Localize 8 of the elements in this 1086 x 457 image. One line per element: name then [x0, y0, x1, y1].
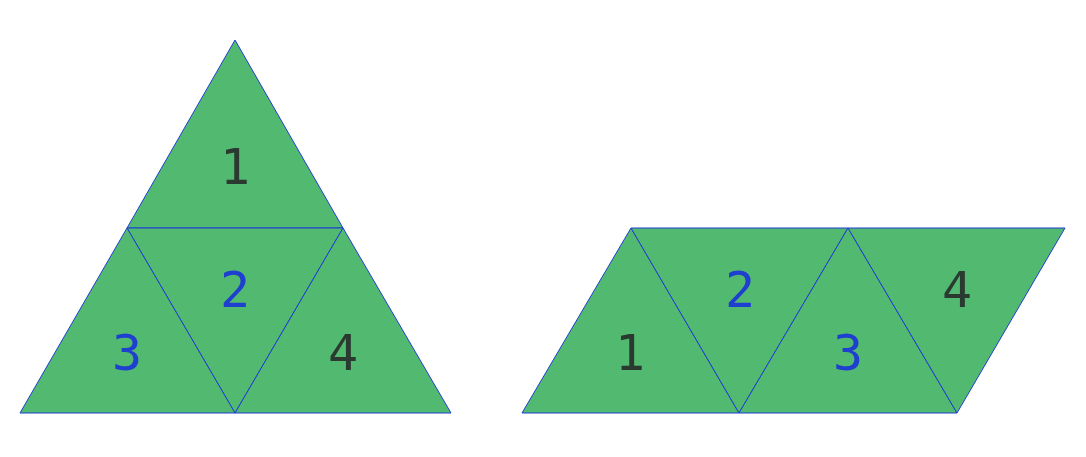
face-number: 4 [327, 328, 359, 378]
face-number: 2 [724, 265, 756, 315]
face-number: 3 [111, 328, 143, 378]
face-number: 2 [219, 265, 251, 315]
face-number: 3 [832, 328, 864, 378]
face-number: 1 [614, 328, 646, 378]
face-number: 1 [219, 142, 251, 192]
face-number: 4 [941, 265, 973, 315]
